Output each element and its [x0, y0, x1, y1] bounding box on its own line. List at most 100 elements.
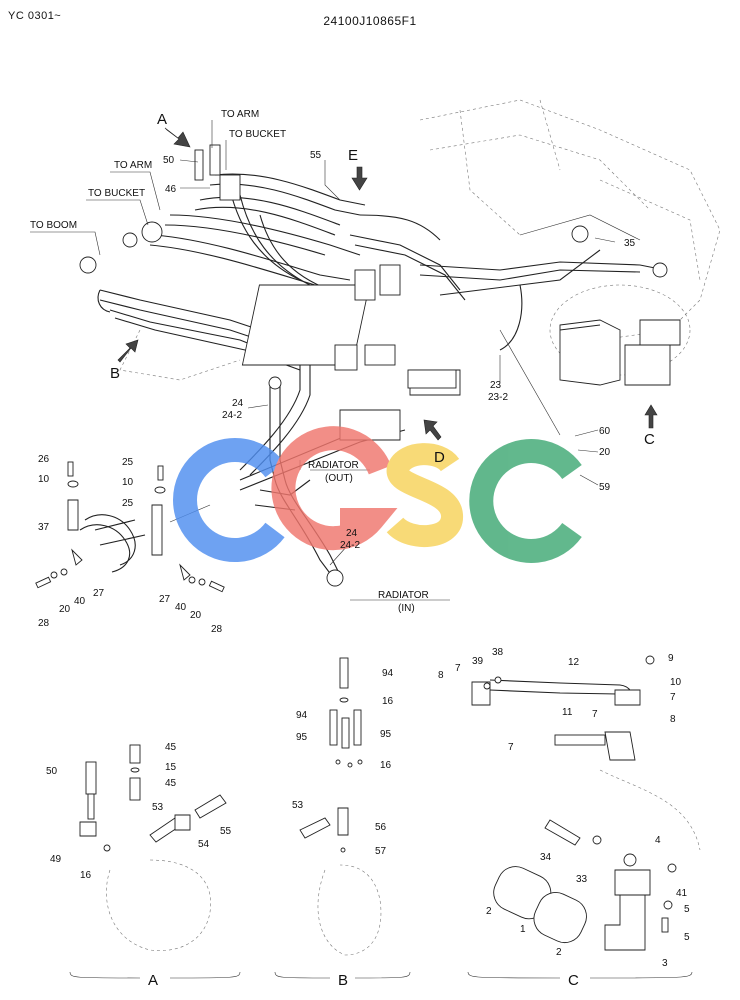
callout-a-53: 53: [152, 802, 164, 813]
callout-24-2-b: 24-2: [340, 540, 360, 551]
watermark-letter-s: [386, 443, 463, 548]
watermark: [173, 426, 582, 563]
callout-clamp-27b: 27: [159, 594, 171, 605]
callout-55: 55: [310, 150, 322, 161]
callout-c-41: 41: [676, 888, 688, 899]
dest-to-arm-2: TO ARM: [114, 160, 152, 171]
callout-60: 60: [599, 426, 611, 437]
dest-radiator-out-2: (OUT): [325, 473, 353, 484]
callout-c-7b: 7: [670, 692, 676, 703]
callout-a-16: 16: [80, 870, 92, 881]
view-label-e: E: [348, 147, 358, 164]
callout-clamp-28b: 28: [211, 624, 223, 635]
callout-b-95b: 95: [380, 729, 392, 740]
callout-b-95a: 95: [296, 732, 308, 743]
callout-clamp-25a: 25: [122, 457, 134, 468]
dest-to-bucket-2: TO BUCKET: [88, 188, 145, 199]
callout-a-50: 50: [46, 766, 58, 777]
callout-c-8a: 8: [438, 670, 444, 681]
dest-radiator-in-1: RADIATOR: [378, 590, 429, 601]
callout-c-3: 3: [662, 958, 668, 969]
detail-a-caption: A: [148, 972, 158, 989]
callout-c-8b: 8: [670, 714, 676, 725]
callout-b-16b: 16: [380, 760, 392, 771]
view-label-c: C: [644, 431, 655, 448]
callout-a-49: 49: [50, 854, 62, 865]
callout-b-94b: 94: [296, 710, 308, 721]
callout-c-10: 10: [670, 677, 682, 688]
callout-35: 35: [624, 238, 636, 249]
callout-c-12: 12: [568, 657, 580, 668]
callout-c-7a: 7: [455, 663, 461, 674]
view-arrows: [117, 127, 658, 441]
callout-23: 23: [490, 380, 502, 391]
dest-to-boom: TO BOOM: [30, 220, 77, 231]
detail-b-parts: [299, 657, 382, 956]
callout-clamp-28a: 28: [38, 618, 50, 629]
callout-c-4: 4: [655, 835, 661, 846]
callout-clamp-25b: 25: [122, 498, 134, 509]
label-layer: A E B D C TO ARM TO BUCKET TO ARM TO BUC…: [30, 109, 690, 989]
callout-c-9: 9: [668, 653, 674, 664]
callout-24-b: 24: [346, 528, 358, 539]
callout-clamp-27a: 27: [93, 588, 105, 599]
dest-to-bucket-1: TO BUCKET: [229, 129, 286, 140]
callout-clamp-26: 26: [38, 454, 50, 465]
callout-a-45b: 45: [165, 778, 177, 789]
callout-20: 20: [599, 447, 611, 458]
watermark-letter-c: [469, 439, 582, 563]
detail-c-parts: [471, 655, 701, 951]
view-label-b: B: [110, 365, 120, 382]
detail-b-caption: B: [338, 972, 348, 989]
leader-lines: [30, 120, 616, 601]
callout-c-39: 39: [472, 656, 484, 667]
callout-a-45a: 45: [165, 742, 177, 753]
callout-24-2-a: 24-2: [222, 410, 242, 421]
detail-c-caption: C: [568, 972, 579, 989]
callout-23-2: 23-2: [488, 392, 508, 403]
callout-c-2a: 2: [486, 906, 492, 917]
view-label-d: D: [434, 449, 445, 466]
callout-a-15: 15: [165, 762, 177, 773]
callout-clamp-40b: 40: [175, 602, 187, 613]
dest-radiator-in-2: (IN): [398, 603, 415, 614]
callout-46: 46: [165, 184, 177, 195]
callout-c-7d: 7: [508, 742, 514, 753]
callout-a-54: 54: [198, 839, 210, 850]
callout-c-5b: 5: [684, 932, 690, 943]
callout-59: 59: [599, 482, 611, 493]
callout-c-5a: 5: [684, 904, 690, 915]
callout-c-7c: 7: [592, 709, 598, 720]
callout-clamp-10b: 10: [122, 477, 134, 488]
callout-24-a: 24: [232, 398, 244, 409]
callout-b-57: 57: [375, 846, 387, 857]
callout-b-53: 53: [292, 800, 304, 811]
callout-clamp-37: 37: [38, 522, 50, 533]
callout-c-33: 33: [576, 874, 588, 885]
callout-c-38: 38: [492, 647, 504, 658]
detail-a-parts: [79, 744, 227, 951]
callout-b-94a: 94: [382, 668, 394, 679]
view-label-a: A: [157, 111, 167, 128]
callout-clamp-40a: 40: [74, 596, 86, 607]
callout-a-55: 55: [220, 826, 232, 837]
callout-b-16a: 16: [382, 696, 394, 707]
watermark-letter-g2: [271, 426, 398, 551]
dest-radiator-out-1: RADIATOR: [308, 460, 359, 471]
callout-c-2b: 2: [556, 947, 562, 958]
main-hose-assembly: [79, 144, 681, 587]
callout-c-11: 11: [562, 707, 573, 718]
callout-50: 50: [163, 155, 175, 166]
callout-clamp-20b: 20: [190, 610, 202, 621]
header-part-number: 24100J10865F1: [323, 14, 417, 28]
section-brackets: [69, 971, 693, 979]
engine-outline: [119, 99, 721, 381]
header-code: YC 0301~: [8, 10, 62, 22]
callout-b-56: 56: [375, 822, 387, 833]
callout-clamp-10a: 10: [38, 474, 50, 485]
callout-c-34: 34: [540, 852, 552, 863]
clamp-group: [35, 461, 225, 593]
callout-clamp-20a: 20: [59, 604, 71, 615]
watermark-letter-g1: [173, 438, 285, 562]
